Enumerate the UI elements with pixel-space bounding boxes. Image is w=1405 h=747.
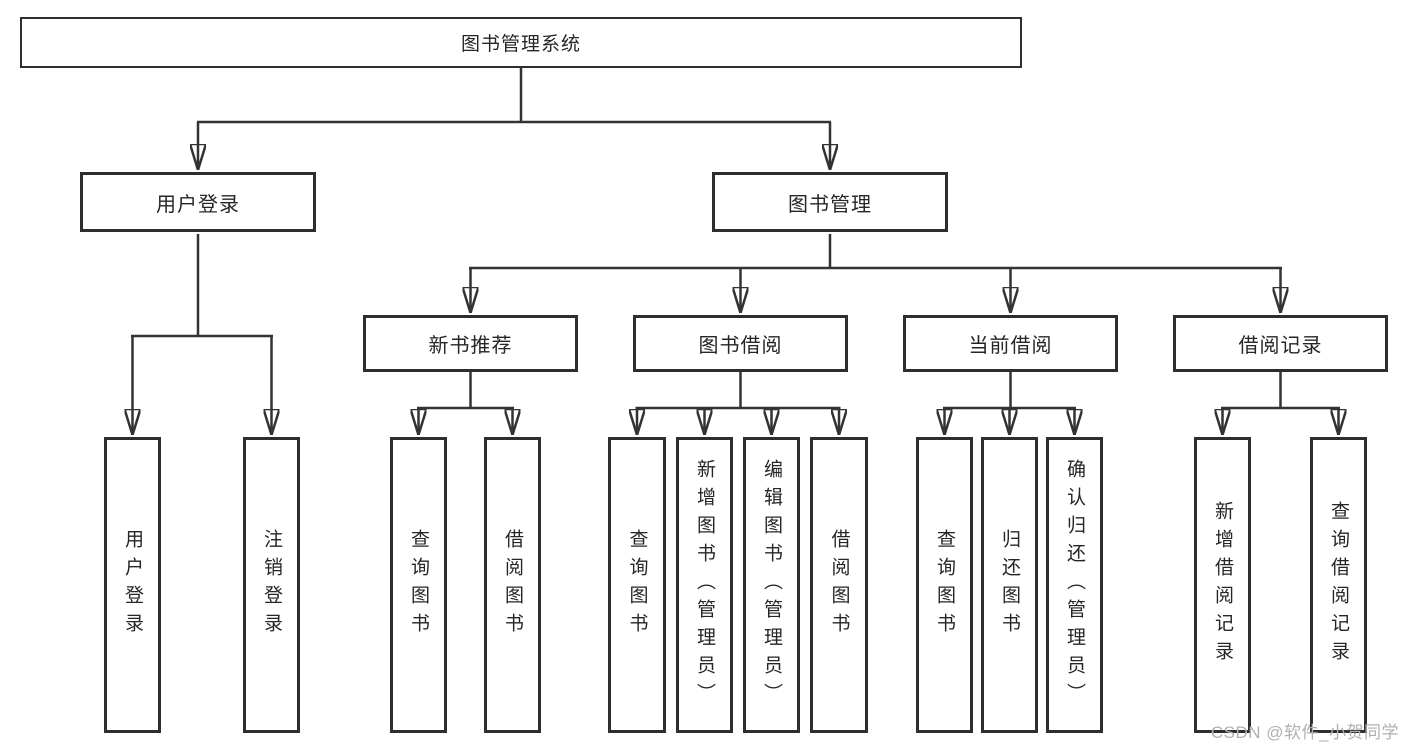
- node-current-borrow: 当前借阅: [903, 315, 1118, 372]
- leaf-query-books-current: 查询图书: [916, 437, 973, 733]
- node-user-login-label: 用户登录: [156, 193, 240, 216]
- node-book-management: 图书管理: [712, 172, 948, 232]
- leaf-return-book: 归还图书: [981, 437, 1038, 733]
- node-user-login: 用户登录: [80, 172, 316, 232]
- node-book-borrow-label: 图书借阅: [698, 335, 783, 357]
- leaf-add-book-admin-label: 新增图书（管理员）: [694, 459, 715, 711]
- leaf-query-books-borrow-label: 查询图书: [626, 529, 648, 641]
- leaf-borrow-books-label: 借阅图书: [828, 529, 850, 641]
- leaf-query-books-recommend: 查询图书: [390, 437, 447, 733]
- leaf-logout-login-label: 注销登录: [261, 529, 282, 641]
- node-new-book-recommend: 新书推荐: [363, 315, 578, 372]
- leaf-query-books-current-label: 查询图书: [934, 529, 955, 641]
- leaf-query-borrow-record: 查询借阅记录: [1310, 437, 1367, 733]
- leaf-add-borrow-record-label: 新增借阅记录: [1212, 501, 1233, 669]
- leaf-add-borrow-record: 新增借阅记录: [1194, 437, 1251, 733]
- leaf-logout-login: 注销登录: [243, 437, 300, 733]
- leaf-return-book-label: 归还图书: [999, 529, 1020, 641]
- leaf-confirm-return-admin-label: 确认归还（管理员）: [1064, 459, 1085, 711]
- leaf-query-books-borrow: 查询图书: [608, 437, 666, 733]
- node-borrow-records: 借阅记录: [1173, 315, 1388, 372]
- node-book-borrow: 图书借阅: [633, 315, 848, 372]
- leaf-edit-book-admin-label: 编辑图书（管理员）: [761, 459, 782, 711]
- node-system-root-label: 图书管理系统: [460, 34, 581, 55]
- node-system-root: 图书管理系统: [20, 17, 1022, 68]
- leaf-query-books-recommend-label: 查询图书: [408, 529, 429, 641]
- leaf-borrow-books-recommend: 借阅图书: [484, 437, 541, 733]
- leaf-edit-book-admin: 编辑图书（管理员）: [743, 437, 800, 733]
- csdn-watermark: CSDN @软件_小贺同学: [1210, 723, 1399, 742]
- node-new-book-recommend-label: 新书推荐: [428, 335, 513, 357]
- node-current-borrow-label: 当前借阅: [968, 335, 1053, 357]
- leaf-user-login: 用户登录: [104, 437, 161, 733]
- leaf-confirm-return-admin: 确认归还（管理员）: [1046, 437, 1103, 733]
- leaf-borrow-books-recommend-label: 借阅图书: [502, 529, 523, 641]
- leaf-borrow-books: 借阅图书: [810, 437, 868, 733]
- node-book-management-label: 图书管理: [788, 193, 872, 216]
- node-borrow-records-label: 借阅记录: [1238, 335, 1323, 357]
- leaf-query-borrow-record-label: 查询借阅记录: [1328, 501, 1349, 669]
- leaf-user-login-label: 用户登录: [122, 529, 143, 641]
- leaf-add-book-admin: 新增图书（管理员）: [676, 437, 733, 733]
